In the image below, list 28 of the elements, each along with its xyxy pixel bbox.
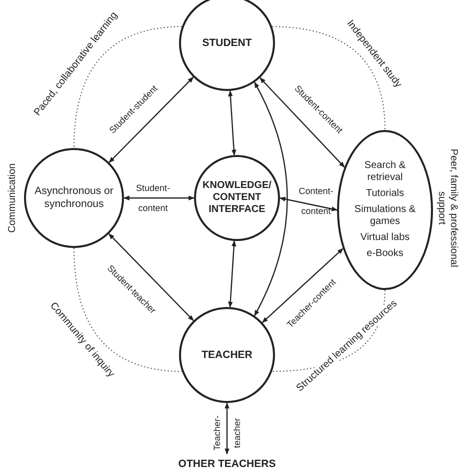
node-text: Asynchronous or synchronous: [34, 185, 114, 211]
edge-label: Teacher- teacher: [211, 414, 243, 453]
double-arrow: [224, 402, 230, 455]
node-text: TEACHER: [202, 348, 252, 362]
edge-label: Content- content: [298, 185, 334, 218]
double-arrow: [108, 76, 194, 163]
node-text: STUDENT: [202, 36, 252, 50]
node-text: KNOWLEDGE/ CONTENT INTERFACE: [202, 180, 272, 216]
node-text: Simulations & games: [353, 204, 417, 228]
double-arrow: [108, 233, 194, 322]
side-caption: Communication: [7, 162, 19, 235]
double-arrow: [123, 196, 195, 200]
node-text: Virtual labs: [359, 232, 411, 244]
double-arrow: [260, 77, 345, 168]
dotted-connector: [74, 248, 182, 372]
double-arrow: [228, 240, 236, 308]
double-arrow: [254, 82, 288, 316]
side-caption: Peer, family & professional support: [435, 148, 459, 270]
dotted-connector: [272, 26, 386, 130]
double-arrow: [262, 248, 344, 323]
node-text: Tutorials: [365, 188, 405, 200]
node-text: e-Books: [366, 248, 404, 260]
node-text: Search & retrieval: [363, 160, 407, 184]
double-arrow: [279, 196, 338, 212]
node-label: OTHER TEACHERS: [178, 458, 276, 470]
edge-label: Student- content: [134, 182, 172, 215]
double-arrow: [228, 90, 236, 156]
dotted-connector: [74, 26, 182, 148]
